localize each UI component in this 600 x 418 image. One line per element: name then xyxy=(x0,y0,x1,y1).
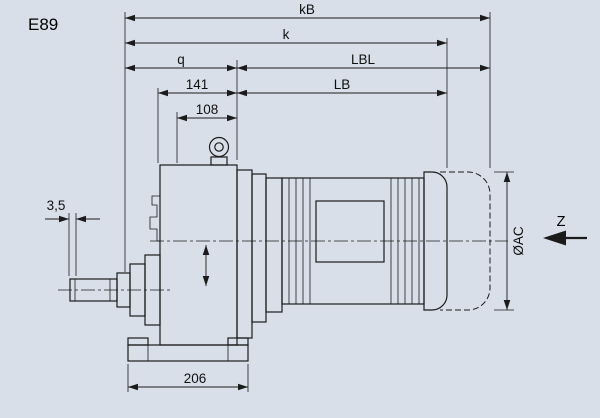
dim-q-label: q xyxy=(177,52,185,67)
extension-lines xyxy=(68,12,514,392)
gear-housing xyxy=(159,164,238,346)
dim-35-label: 3,5 xyxy=(47,198,66,213)
dim-lb-label: LB xyxy=(334,77,351,92)
figure-label: E89 xyxy=(28,15,58,34)
dim-206-label: 206 xyxy=(184,371,207,386)
center-lines xyxy=(58,240,508,291)
view-direction-z: Z xyxy=(543,214,587,246)
gearmotor-outline xyxy=(69,136,491,362)
motor-frame-panel xyxy=(315,200,385,263)
dim-k-label: k xyxy=(283,27,290,42)
fan-guard xyxy=(423,171,448,311)
foot-pad-left xyxy=(127,337,149,346)
extended-fan-guard-phantom xyxy=(440,171,491,311)
adapter-flange-2 xyxy=(251,173,267,323)
dim-lbl-label: LBL xyxy=(351,52,376,67)
dimension-lines xyxy=(45,14,511,391)
dim-ac-label: ØAC xyxy=(511,226,526,256)
view-z-label: Z xyxy=(557,214,566,230)
adapter-flange-1 xyxy=(236,169,253,339)
motor-endbell xyxy=(265,177,283,313)
dimension-labels: kB k q LBL 141 LB 108 3,5 ØAC 206 xyxy=(47,2,526,386)
eyebolt-base xyxy=(210,156,228,166)
dim-108-label: 108 xyxy=(196,102,219,117)
foot-flange xyxy=(127,344,249,362)
housing-rib-notches xyxy=(149,195,160,242)
eyebolt-ring-outer xyxy=(208,136,230,158)
view-z-arrow-icon xyxy=(543,230,566,246)
eyebolt-ring-inner xyxy=(214,142,224,152)
dim-kb-label: kB xyxy=(299,2,315,17)
foot-pad-right xyxy=(227,337,249,346)
dim-141-label: 141 xyxy=(186,77,209,92)
